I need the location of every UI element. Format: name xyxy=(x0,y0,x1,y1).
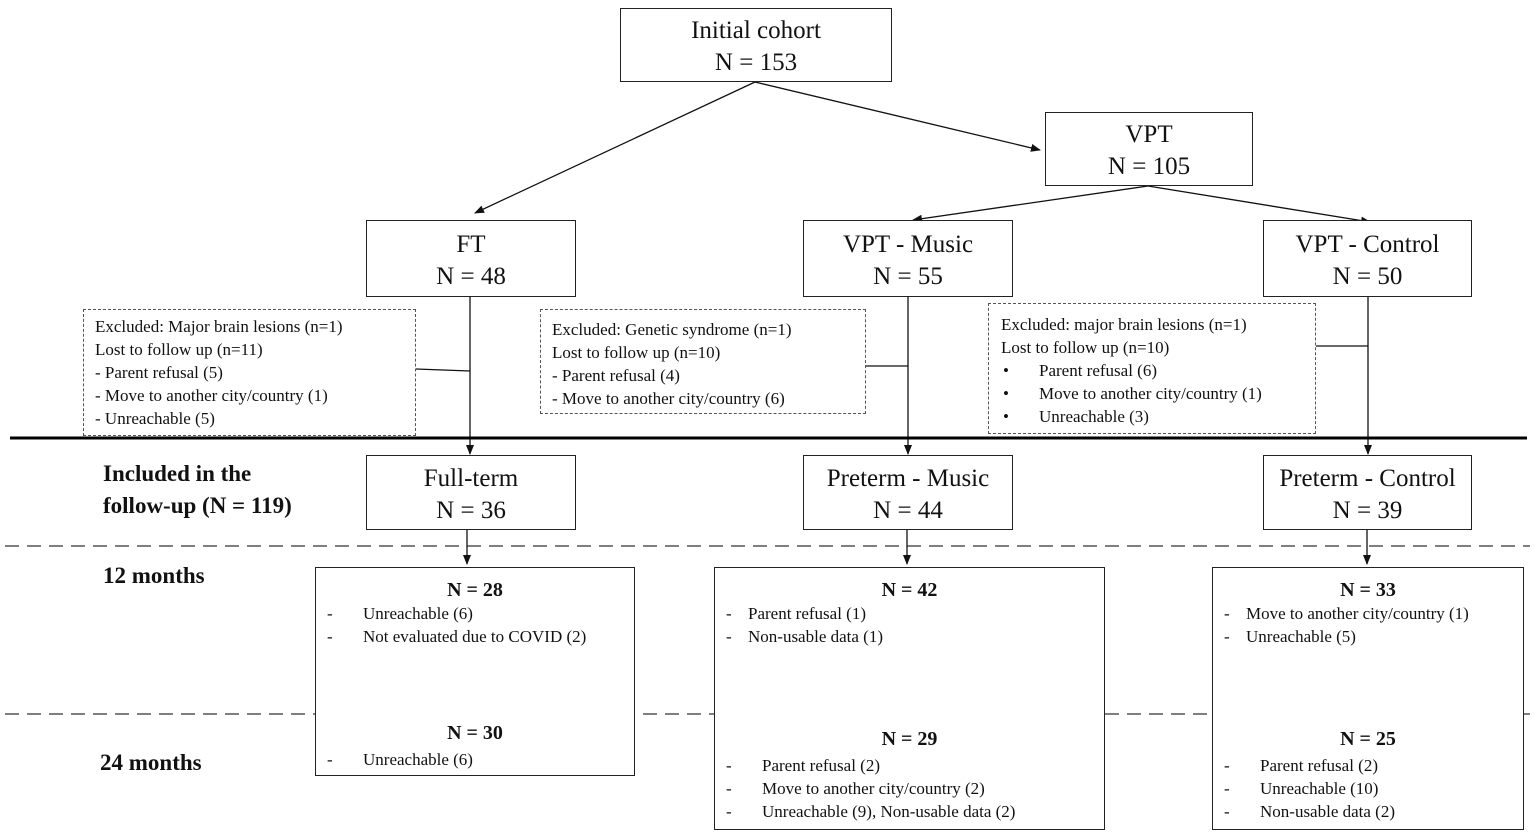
exclusion-ft-box: Excluded: Major brain lesions (n=1) Lost… xyxy=(83,309,416,436)
arrow-vpt-to-music xyxy=(912,185,1149,223)
music-24m-n: N = 29 xyxy=(881,728,938,750)
exclusion-control-item: •Parent refusal (6) xyxy=(1003,361,1158,380)
preterm-music-box: Preterm - Music N = 44 xyxy=(803,455,1013,530)
followup-ft-box: N = 28 -Unreachable (6) -Not evaluated d… xyxy=(315,567,635,776)
exclusion-control-item: •Unreachable (3) xyxy=(1003,407,1149,426)
fullterm-box: Full-term N = 36 xyxy=(366,455,576,530)
exclusion-music-line: - Move to another city/country (6) xyxy=(552,389,785,408)
bullet-icon: • xyxy=(1003,361,1009,380)
vpt-control-box: VPT - Control N = 50 xyxy=(1263,220,1472,297)
preterm-control-title: Preterm - Control xyxy=(1279,465,1456,492)
music-12m-n: N = 42 xyxy=(881,579,938,601)
fullterm-n: N = 36 xyxy=(436,497,506,524)
vpt-music-title: VPT - Music xyxy=(842,231,974,258)
control-24m-item: -Unreachable (10) xyxy=(1224,779,1379,798)
preterm-control-n: N = 39 xyxy=(1332,497,1403,524)
vpt-box: VPT N = 105 xyxy=(1045,112,1253,186)
arrow-initial-to-vpt xyxy=(754,81,1041,152)
control-12m-item: -Unreachable (5) xyxy=(1224,627,1356,646)
exclusion-music-line: Lost to follow up (n=10) xyxy=(552,343,721,362)
preterm-music-n: N = 44 xyxy=(873,497,943,524)
followup-music-box: N = 42 -Parent refusal (1) -Non-usable d… xyxy=(714,567,1105,830)
control-24m-list: -Parent refusal (2) -Unreachable (10) -N… xyxy=(1224,754,1395,823)
exclusion-control-item: •Move to another city/country (1) xyxy=(1003,384,1262,403)
ft-box: FT N = 48 xyxy=(366,220,576,297)
exclusion-music-line: - Parent refusal (4) xyxy=(552,366,680,385)
exclusion-ft-line: Excluded: Major brain lesions (n=1) xyxy=(95,317,343,336)
exclusion-ft-line: - Unreachable (5) xyxy=(95,409,215,428)
vpt-title: VPT xyxy=(1125,121,1173,148)
initial-cohort-box: Initial cohort N = 153 xyxy=(620,8,892,82)
stage-label-included: Included in the follow-up (N = 119) xyxy=(103,461,292,518)
arrow-vpt-to-control xyxy=(1147,185,1371,225)
initial-cohort-n: N = 153 xyxy=(714,49,798,76)
control-24m-item: -Parent refusal (2) xyxy=(1224,756,1379,775)
vpt-control-n: N = 50 xyxy=(1332,263,1403,290)
preterm-music-title: Preterm - Music xyxy=(826,465,990,492)
control-24m-n: N = 25 xyxy=(1340,728,1396,750)
exclusion-ft-line: - Parent refusal (5) xyxy=(95,363,223,382)
ft-12m-n: N = 28 xyxy=(447,579,503,601)
music-12m-item: -Non-usable data (1) xyxy=(726,627,884,646)
exclusion-ft-line: - Move to another city/country (1) xyxy=(95,386,328,405)
stage-label-24-months: 24 months xyxy=(100,750,202,775)
music-24m-item: -Move to another city/country (2) xyxy=(726,779,985,798)
ft-24m-n: N = 30 xyxy=(447,722,503,744)
vpt-n: N = 105 xyxy=(1107,153,1191,180)
preterm-control-box: Preterm - Control N = 39 xyxy=(1263,455,1472,530)
fullterm-title: Full-term xyxy=(423,465,519,492)
control-12m-n: N = 33 xyxy=(1340,579,1396,601)
connector-excl-ft xyxy=(415,368,471,372)
exclusion-control-line: Excluded: major brain lesions (n=1) xyxy=(1001,315,1247,334)
initial-cohort-title: Initial cohort xyxy=(691,17,821,44)
followup-control-box: N = 33 -Move to another city/country (1)… xyxy=(1212,567,1524,830)
ft-12m-item: -Not evaluated due to COVID (2) xyxy=(327,627,587,646)
ft-title: FT xyxy=(456,231,486,258)
control-24m-item: -Non-usable data (2) xyxy=(1224,802,1396,821)
music-24m-item: -Parent refusal (2) xyxy=(726,756,881,775)
ft-12m-item: -Unreachable (6) xyxy=(327,604,473,623)
arrow-initial-to-ft xyxy=(474,81,756,214)
bullet-icon: • xyxy=(1003,407,1009,426)
music-24m-list: -Parent refusal (2) -Move to another cit… xyxy=(726,754,1015,823)
exclusion-music-line: Excluded: Genetic syndrome (n=1) xyxy=(552,320,792,339)
exclusion-control-box: Excluded: major brain lesions (n=1) Lost… xyxy=(988,303,1316,434)
vpt-control-title: VPT - Control xyxy=(1295,231,1440,258)
vpt-music-n: N = 55 xyxy=(873,263,943,290)
control-12m-item: -Move to another city/country (1) xyxy=(1224,604,1469,623)
stage-label-12-months: 12 months xyxy=(103,563,205,588)
ft-n: N = 48 xyxy=(436,263,506,290)
vpt-music-box: VPT - Music N = 55 xyxy=(803,220,1013,297)
exclusion-music-box: Excluded: Genetic syndrome (n=1) Lost to… xyxy=(540,309,866,414)
exclusion-control-line: Lost to follow up (n=10) xyxy=(1001,338,1170,357)
ft-24m-item: -Unreachable (6) xyxy=(327,750,473,769)
music-24m-item: -Unreachable (9), Non-usable data (2) xyxy=(726,802,1016,821)
music-12m-item: -Parent refusal (1) xyxy=(726,604,867,623)
bullet-icon: • xyxy=(1003,384,1009,403)
exclusion-ft-line: Lost to follow up (n=11) xyxy=(95,340,263,359)
